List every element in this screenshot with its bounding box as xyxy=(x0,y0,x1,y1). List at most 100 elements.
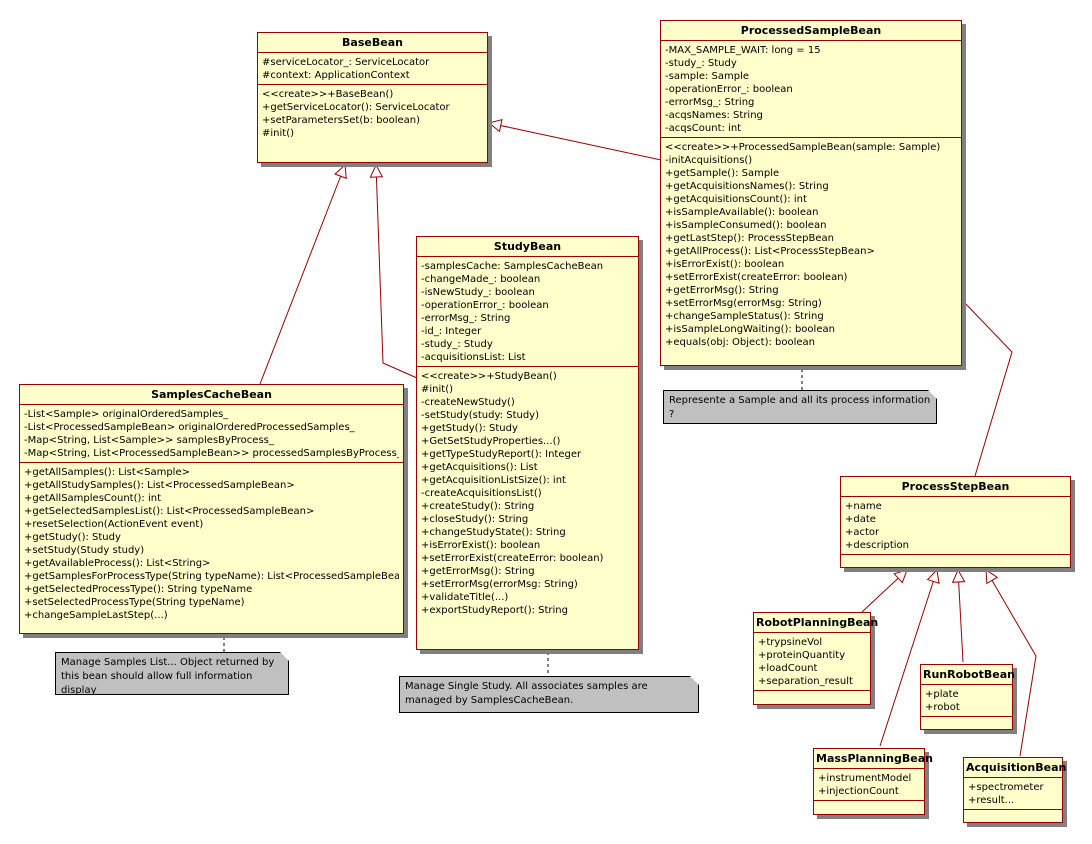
member: -operationError_: boolean xyxy=(665,84,793,95)
class-mass-planning-bean[interactable]: MassPlanningBean +instrumentModel+inject… xyxy=(813,748,933,815)
class-acquisition-bean[interactable]: AcquisitionBean +spectrometer+result... xyxy=(963,757,1066,823)
note-processed-sample[interactable]: Represente a Sample and all its process … xyxy=(663,390,937,424)
member: -MAX_SAMPLE_WAIT: long = 15 xyxy=(665,45,821,56)
member: +getAcquisitionsCount(): int xyxy=(665,194,807,205)
member: +GetSetStudyProperties...() xyxy=(421,436,561,447)
generalization-acquisition-processstep xyxy=(986,570,1037,757)
member: +spectrometer xyxy=(968,782,1044,793)
note-text: Manage Samples List... Object returned b… xyxy=(61,657,275,696)
member: -id_: Integer xyxy=(421,326,482,337)
member: #serviceLocator_: ServiceLocator xyxy=(262,57,430,68)
member: +getAllProcess(): List<ProcessStepBean> xyxy=(665,246,875,257)
attributes: +name+date+actor+description xyxy=(841,497,1070,554)
class-processed-sample-bean[interactable]: ProcessedSampleBean -MAX_SAMPLE_WAIT: lo… xyxy=(660,20,962,366)
member: +getSamplesForProcessType(String typeNam… xyxy=(24,571,399,582)
attributes: #serviceLocator_: ServiceLocator #context… xyxy=(258,53,487,84)
note-samples-cache[interactable]: Manage Samples List... Object returned b… xyxy=(55,652,289,696)
member: -sample: Sample xyxy=(665,71,750,82)
member: +isSampleLongWaiting(): boolean xyxy=(665,324,835,335)
member: +changeSampleStatus(): String xyxy=(665,311,824,322)
member: -createNewStudy() xyxy=(421,397,515,408)
member: +plate xyxy=(925,689,959,700)
member: -changeMade_: boolean xyxy=(421,274,541,285)
member: +setErrorMsg(errorMsg: String) xyxy=(421,579,578,590)
member: -initAcquisitions() xyxy=(665,155,753,166)
member: +getServiceLocator(): ServiceLocator xyxy=(262,102,450,113)
class-name: RobotPlanningBean xyxy=(754,613,878,633)
class-study-bean[interactable]: StudyBean -samplesCache: SamplesCacheBea… xyxy=(416,236,639,650)
member: #context: ApplicationContext xyxy=(262,70,410,81)
member: +loadCount xyxy=(758,663,818,674)
member: +validateTitle(...) xyxy=(421,592,509,603)
member: -study_: Study xyxy=(665,58,737,69)
member: -acqsCount: int xyxy=(665,123,742,134)
class-process-step-bean[interactable]: ProcessStepBean +name+date+actor+descrip… xyxy=(840,476,1071,568)
member: +getAllSamplesCount(): int xyxy=(24,493,161,504)
member: -List<Sample> originalOrderedSamples_ xyxy=(24,409,229,420)
attributes: +trypsineVol +proteinQuantity +loadCount +s… xyxy=(754,633,870,690)
member: +getStudy(): Study xyxy=(421,423,518,434)
attributes: +instrumentModel+injectionCount xyxy=(814,769,924,800)
member: +getAcquisitionsNames(): String xyxy=(665,181,829,192)
generalization-robotplanning-processstep xyxy=(861,570,907,613)
operations xyxy=(964,809,1062,816)
attributes: -List<Sample> originalOrderedSamples_ -Li… xyxy=(20,405,403,462)
member: -Map<String, List<Sample>> samplesByProc… xyxy=(24,435,274,446)
member: +equals(obj: Object): boolean xyxy=(665,337,816,348)
operations: <<create>>+StudyBean() #init() -createNewS… xyxy=(417,366,638,619)
class-run-robot-bean[interactable]: RunRobotBean +plate +robot xyxy=(920,664,1015,730)
generalization-runrobot-processstep xyxy=(958,570,963,663)
member: +getAllStudySamples(): List<ProcessedSam… xyxy=(24,480,295,491)
member: -List<ProcessedSampleBean> originalOrder… xyxy=(24,422,355,433)
class-name: RunRobotBean xyxy=(921,665,1015,685)
member: +robot xyxy=(925,702,960,713)
member: -operationError_: boolean xyxy=(421,300,549,311)
member: +isErrorExist(): boolean xyxy=(421,540,541,551)
operations: <<create>>+BaseBean()+getServiceLocator(… xyxy=(258,84,487,142)
member: -samplesCache: SamplesCacheBean xyxy=(421,261,604,272)
member: +proteinQuantity xyxy=(758,650,846,661)
class-base-bean[interactable]: BaseBean #serviceLocator_: ServiceLocato… xyxy=(257,32,488,163)
operations: <<create>>+ProcessedSampleBean(sample: S… xyxy=(661,137,961,351)
generalization-studybean-basebean xyxy=(376,165,418,379)
association-processedsample-processstep xyxy=(961,299,1013,477)
member: +description xyxy=(845,540,909,551)
class-robot-planning-bean[interactable]: RobotPlanningBean +trypsineVol +proteinQu… xyxy=(753,612,878,705)
member: +name xyxy=(845,501,882,512)
class-name: MassPlanningBean xyxy=(814,749,933,769)
operations xyxy=(921,716,1012,723)
operations xyxy=(814,800,924,807)
member: +changeSampleLastStep(...) xyxy=(24,610,168,621)
member: +getAcquisitionListSize(): int xyxy=(421,475,566,486)
member: +separation_result xyxy=(758,676,853,687)
member: <<create>>+StudyBean() xyxy=(421,371,557,382)
member: <<create>>+ProcessedSampleBean(sample: S… xyxy=(665,142,941,153)
class-samples-cache-bean[interactable]: SamplesCacheBean -List<Sample> originalO… xyxy=(19,384,404,634)
member: #init() xyxy=(421,384,453,395)
member: -acqsNames: String xyxy=(665,110,763,121)
member: +getTypeStudyReport(): Integer xyxy=(421,449,582,460)
class-name: StudyBean xyxy=(417,237,638,257)
class-name: BaseBean xyxy=(258,33,487,53)
member: +setStudy(Study study) xyxy=(24,545,145,556)
note-text: Represente a Sample and all its process … xyxy=(669,395,931,420)
attributes: -MAX_SAMPLE_WAIT: long = 15 -study_: Stud… xyxy=(661,41,961,137)
member: #init() xyxy=(262,128,294,139)
member: +getSelectedSamplesList(): List<Processe… xyxy=(24,506,315,517)
member: -Map<String, List<ProcessedSampleBean>> … xyxy=(24,448,399,459)
operations xyxy=(754,690,870,697)
member: +closeStudy(): String xyxy=(421,514,529,525)
attributes: +plate +robot xyxy=(921,685,1012,716)
member: +trypsineVol xyxy=(758,637,823,648)
member: +result... xyxy=(968,795,1015,806)
member: +getSelectedProcessType(): String typeNa… xyxy=(24,584,253,595)
member: +getAllSamples(): List<Sample> xyxy=(24,467,190,478)
member: -study_: Study xyxy=(421,339,493,350)
member: +getErrorMsg(): String xyxy=(421,566,535,577)
member: +getLastStep(): ProcessStepBean xyxy=(665,233,834,244)
member: -isNewStudy_: boolean xyxy=(421,287,535,298)
member: +actor xyxy=(845,527,880,538)
member: +getStudy(): Study xyxy=(24,532,121,543)
note-study-bean[interactable]: Manage Single Study. All associates samp… xyxy=(399,676,699,713)
